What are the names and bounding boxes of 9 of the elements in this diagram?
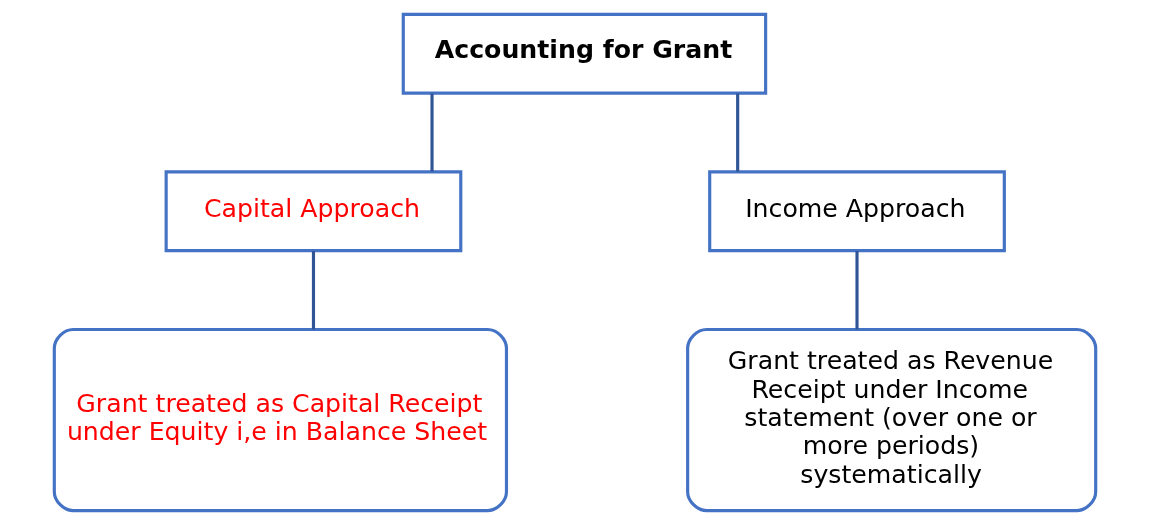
node-box: Capital Approach — [164, 170, 462, 253]
connector — [311, 251, 315, 330]
connector — [854, 251, 859, 330]
node-box: Accounting for Grant — [401, 12, 767, 95]
connector — [735, 93, 739, 172]
node-box: Grant treated as Capital Receipt under Equity i,e in Balance Sheet — [52, 327, 508, 513]
connector — [429, 93, 434, 172]
node-box: Grant treated as Revenue Receipt under Income statement (over one or more periods) systematically — [685, 327, 1097, 513]
node-box: Income Approach — [707, 170, 1006, 253]
